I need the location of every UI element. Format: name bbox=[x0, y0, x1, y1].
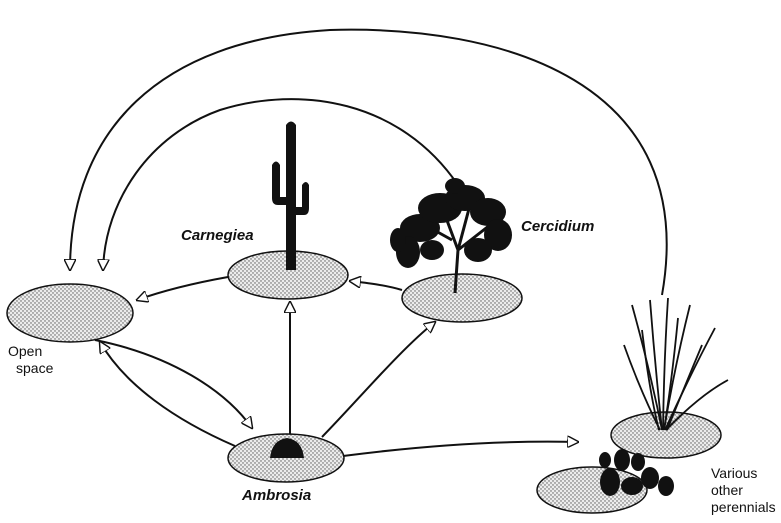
open-space-label-line2: space bbox=[8, 360, 53, 377]
arrow-ambrosia-to-cercidium bbox=[322, 322, 435, 437]
ambrosia-label: Ambrosia bbox=[242, 487, 311, 505]
arrow-perennials-to-open-space bbox=[70, 30, 667, 295]
open-space-label-line1: Open bbox=[8, 343, 53, 360]
arrow-cercidium-to-carnegiea bbox=[350, 281, 402, 290]
cercidium-label: Cercidium bbox=[521, 218, 594, 236]
perennials-label: Various other perennials bbox=[711, 465, 776, 516]
ocotillo-grass-icon bbox=[624, 298, 728, 430]
open-space-patch bbox=[7, 284, 133, 342]
perennials-label-line2: other bbox=[711, 482, 776, 499]
cercidium-patch bbox=[402, 274, 522, 322]
perennials-label-line3: perennials bbox=[711, 499, 776, 516]
carnegiea-label: Carnegiea bbox=[181, 227, 254, 245]
open-space-label: Open space bbox=[8, 343, 53, 377]
saguaro-cactus-icon bbox=[272, 122, 309, 271]
arrow-ambrosia-to-perennials bbox=[343, 442, 578, 456]
arrow-carnegiea-to-open-space bbox=[137, 277, 228, 300]
perennials-label-line1: Various bbox=[711, 465, 776, 482]
arrow-ambrosia-to-open-space bbox=[100, 342, 235, 446]
